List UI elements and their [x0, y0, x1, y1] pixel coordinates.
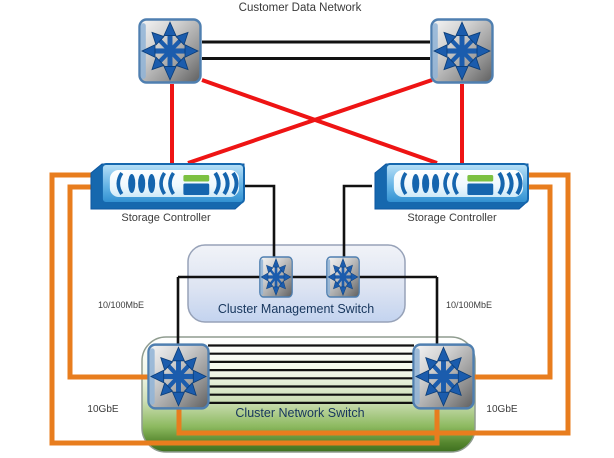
cluster-link-left-label: 10GbE: [87, 404, 119, 415]
cluster-switch-right-icon: [413, 345, 473, 409]
cluster-10gbe-links: [49, 172, 571, 446]
customer-switch-left-icon: [140, 20, 201, 83]
cluster-network-switch-label: Cluster Network Switch: [235, 406, 365, 420]
mgmt-switch-left-icon: [259, 256, 293, 298]
cluster-link-right-label: 10GbE: [486, 404, 518, 415]
cluster-switch-left-icon: [148, 345, 208, 409]
management-links: [176, 184, 439, 345]
storage-controller-left-label: Storage Controller: [121, 212, 211, 224]
diagram-title: Customer Data Network: [238, 2, 362, 14]
customer-data-links: [202, 40, 430, 60]
cluster-isl-links: [208, 344, 414, 404]
cluster-management-switch-label: Cluster Management Switch: [217, 302, 375, 316]
mgmt-switch-right-icon: [326, 256, 360, 298]
controller-uplinks: [170, 78, 464, 165]
storage-controller-left-icon: [88, 163, 245, 210]
mgmt-link-right-label: 10/100MbE: [445, 300, 493, 310]
storage-controller-right-label: Storage Controller: [407, 212, 497, 224]
customer-switch-right-icon: [432, 20, 493, 83]
storage-controller-right-icon: [372, 163, 529, 210]
mgmt-link-left-label: 10/100MbE: [97, 300, 145, 310]
